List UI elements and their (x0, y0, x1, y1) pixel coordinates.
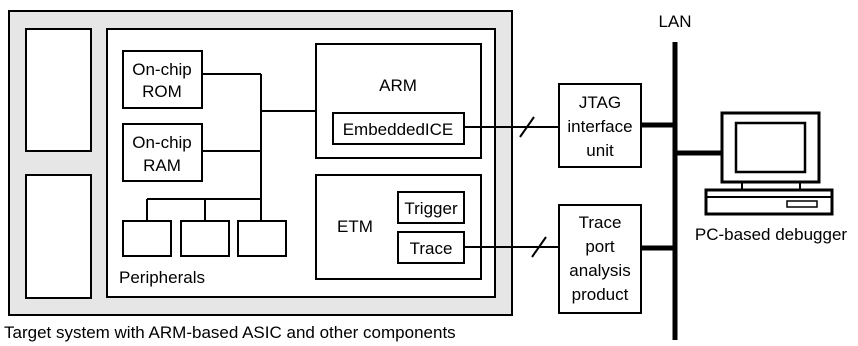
trace-label: Trace (410, 239, 453, 258)
onchip-rom-box (122, 50, 203, 109)
component-block-lower (25, 174, 92, 299)
trace-port-label-4: product (572, 285, 629, 304)
peripheral-box-2 (180, 220, 230, 257)
trace-link (464, 236, 559, 258)
internal-bus (146, 73, 316, 221)
peripheral-box-1 (122, 220, 172, 257)
peripheral-box-3 (237, 220, 287, 257)
trigger-label: Trigger (404, 199, 458, 218)
trace-port-label-2: port (585, 237, 615, 256)
jtag-unit-label-2: interface (567, 117, 632, 136)
onchip-rom-label-1: On-chip (132, 60, 192, 79)
arm-label: ARM (379, 76, 417, 95)
onchip-ram-label-1: On-chip (132, 133, 192, 152)
etm-label: ETM (337, 217, 373, 236)
jtag-link (464, 116, 559, 138)
lan-label: LAN (658, 12, 691, 31)
onchip-ram-box (122, 123, 203, 182)
trace-port-unit-box (558, 204, 642, 314)
trace-port-label-3: analysis (569, 261, 630, 280)
target-system-caption: Target system with ARM-based ASIC and ot… (4, 323, 456, 342)
jtag-interface-unit-box (558, 83, 642, 168)
trace-port-label-1: Trace (579, 213, 622, 232)
onchip-rom-label-2: ROM (142, 82, 182, 101)
jtag-unit-label-3: unit (586, 141, 614, 160)
onchip-ram-label-2: RAM (143, 156, 181, 175)
jtag-unit-label-1: JTAG (579, 93, 621, 112)
pc-computer-icon (704, 111, 834, 216)
embeddedice-box (332, 112, 465, 145)
embeddedice-label: EmbeddedICE (343, 120, 454, 139)
trigger-box (397, 191, 465, 224)
component-block-upper (25, 28, 92, 152)
pc-debugger-label: PC-based debugger (695, 225, 848, 244)
peripherals-label: Peripherals (119, 268, 205, 287)
